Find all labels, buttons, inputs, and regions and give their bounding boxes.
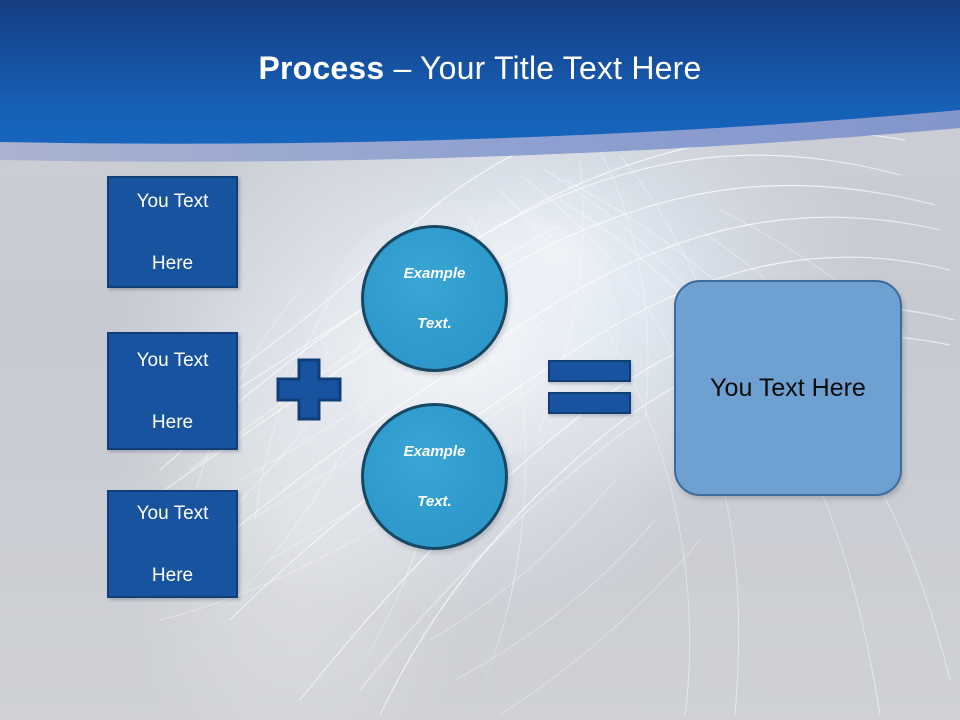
result-box[interactable]: You Text Here	[674, 280, 902, 496]
equals-bar-top	[548, 360, 631, 382]
equals-bar-bottom	[548, 392, 631, 414]
plus-operator-icon	[276, 358, 342, 421]
result-box-label: You Text Here	[710, 373, 866, 402]
equals-operator-icon	[548, 358, 631, 416]
